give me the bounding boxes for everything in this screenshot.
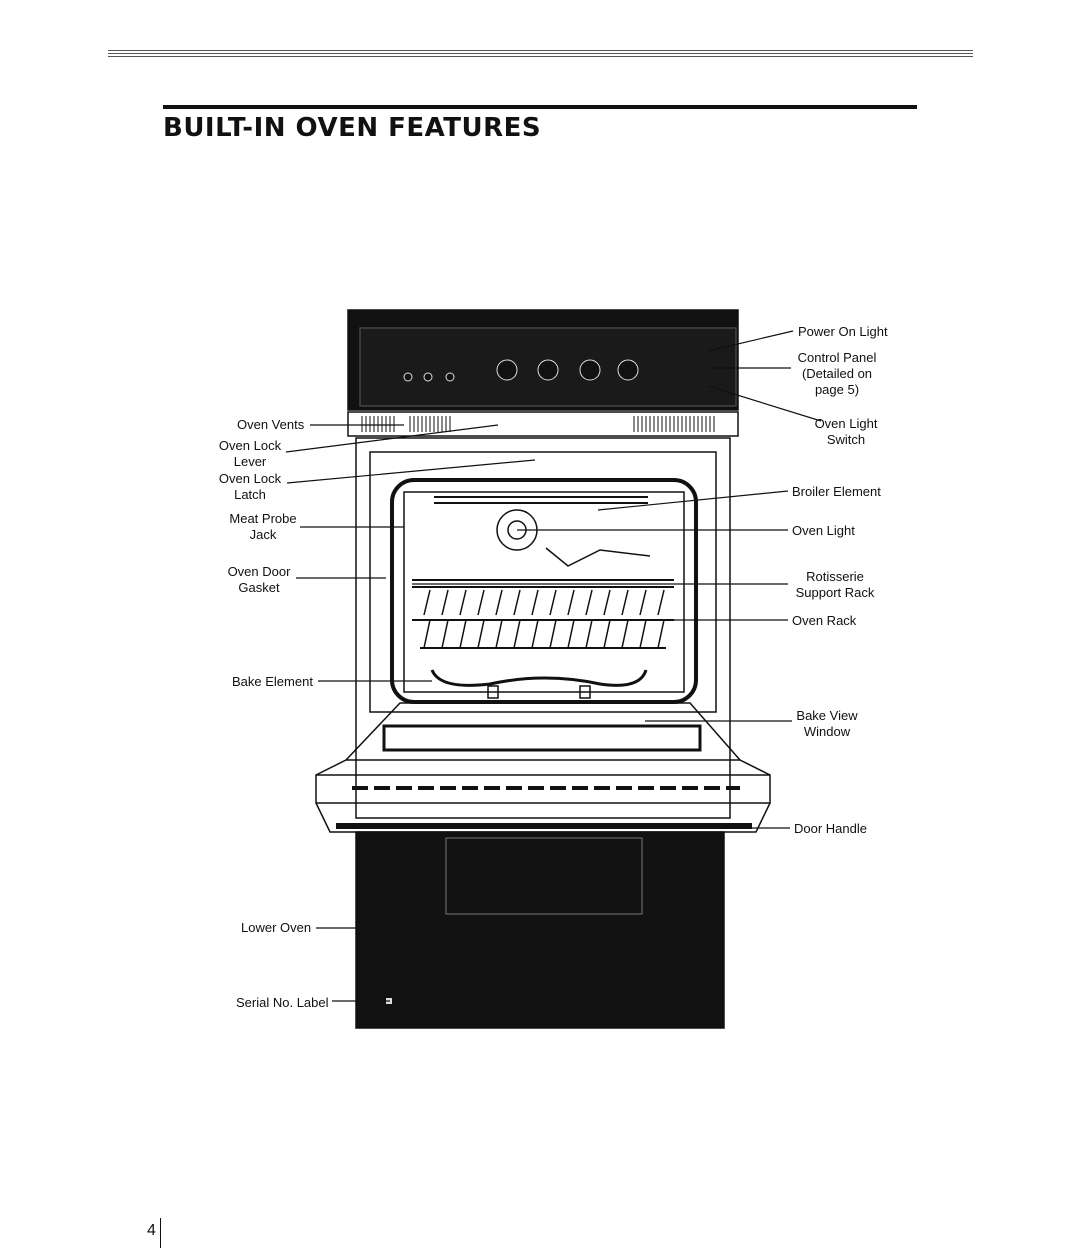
control-knob (496, 359, 518, 381)
label-oven-vents: Oven Vents (237, 417, 305, 432)
oven-cavity (390, 478, 698, 704)
bake-element (430, 669, 648, 687)
oven-vents (347, 411, 739, 437)
label-rotisserie-support-rack: Rotisserie Support Rack (795, 569, 875, 600)
label-door-handle: Door Handle (794, 821, 867, 836)
oven-rack (412, 589, 674, 649)
label-serial-no-label: Serial No. Label (236, 995, 329, 1010)
label-meat-probe-jack: Meat Probe Jack (229, 511, 297, 542)
label-control-panel: Control Panel (Detailed on page 5) (797, 350, 877, 397)
label-power-on-light: Power On Light (798, 324, 888, 339)
label-bake-view-window: Bake View Window (796, 708, 858, 739)
bake-view-window (382, 724, 702, 752)
page-title: BUILT-IN OVEN FEATURES (163, 113, 542, 143)
top-rule (108, 50, 973, 58)
control-knob (617, 359, 639, 381)
label-oven-rack: Oven Rack (792, 613, 857, 628)
control-button (403, 372, 413, 382)
label-lower-oven: Lower Oven (241, 920, 312, 935)
page-number-bar (160, 1218, 161, 1248)
label-oven-door-gasket: Oven Door Gasket (227, 564, 291, 595)
broiler-element (434, 496, 648, 504)
label-oven-light: Oven Light (792, 523, 855, 538)
label-oven-lock-latch: Oven Lock Latch (218, 471, 282, 502)
page-number: 4 (147, 1222, 156, 1239)
control-button (423, 372, 433, 382)
oven-body (355, 437, 731, 819)
label-oven-lock-lever: Oven Lock Lever (218, 438, 282, 469)
rotisserie-support-rack (412, 579, 674, 588)
title-rule (163, 105, 917, 109)
control-button (445, 372, 455, 382)
label-bake-element: Bake Element (232, 674, 313, 689)
leader-lines (285, 330, 822, 1002)
control-knob (537, 359, 559, 381)
control-knob (579, 359, 601, 381)
label-oven-light-switch: Oven Light Switch (814, 416, 878, 447)
label-broiler-element: Broiler Element (792, 484, 881, 499)
